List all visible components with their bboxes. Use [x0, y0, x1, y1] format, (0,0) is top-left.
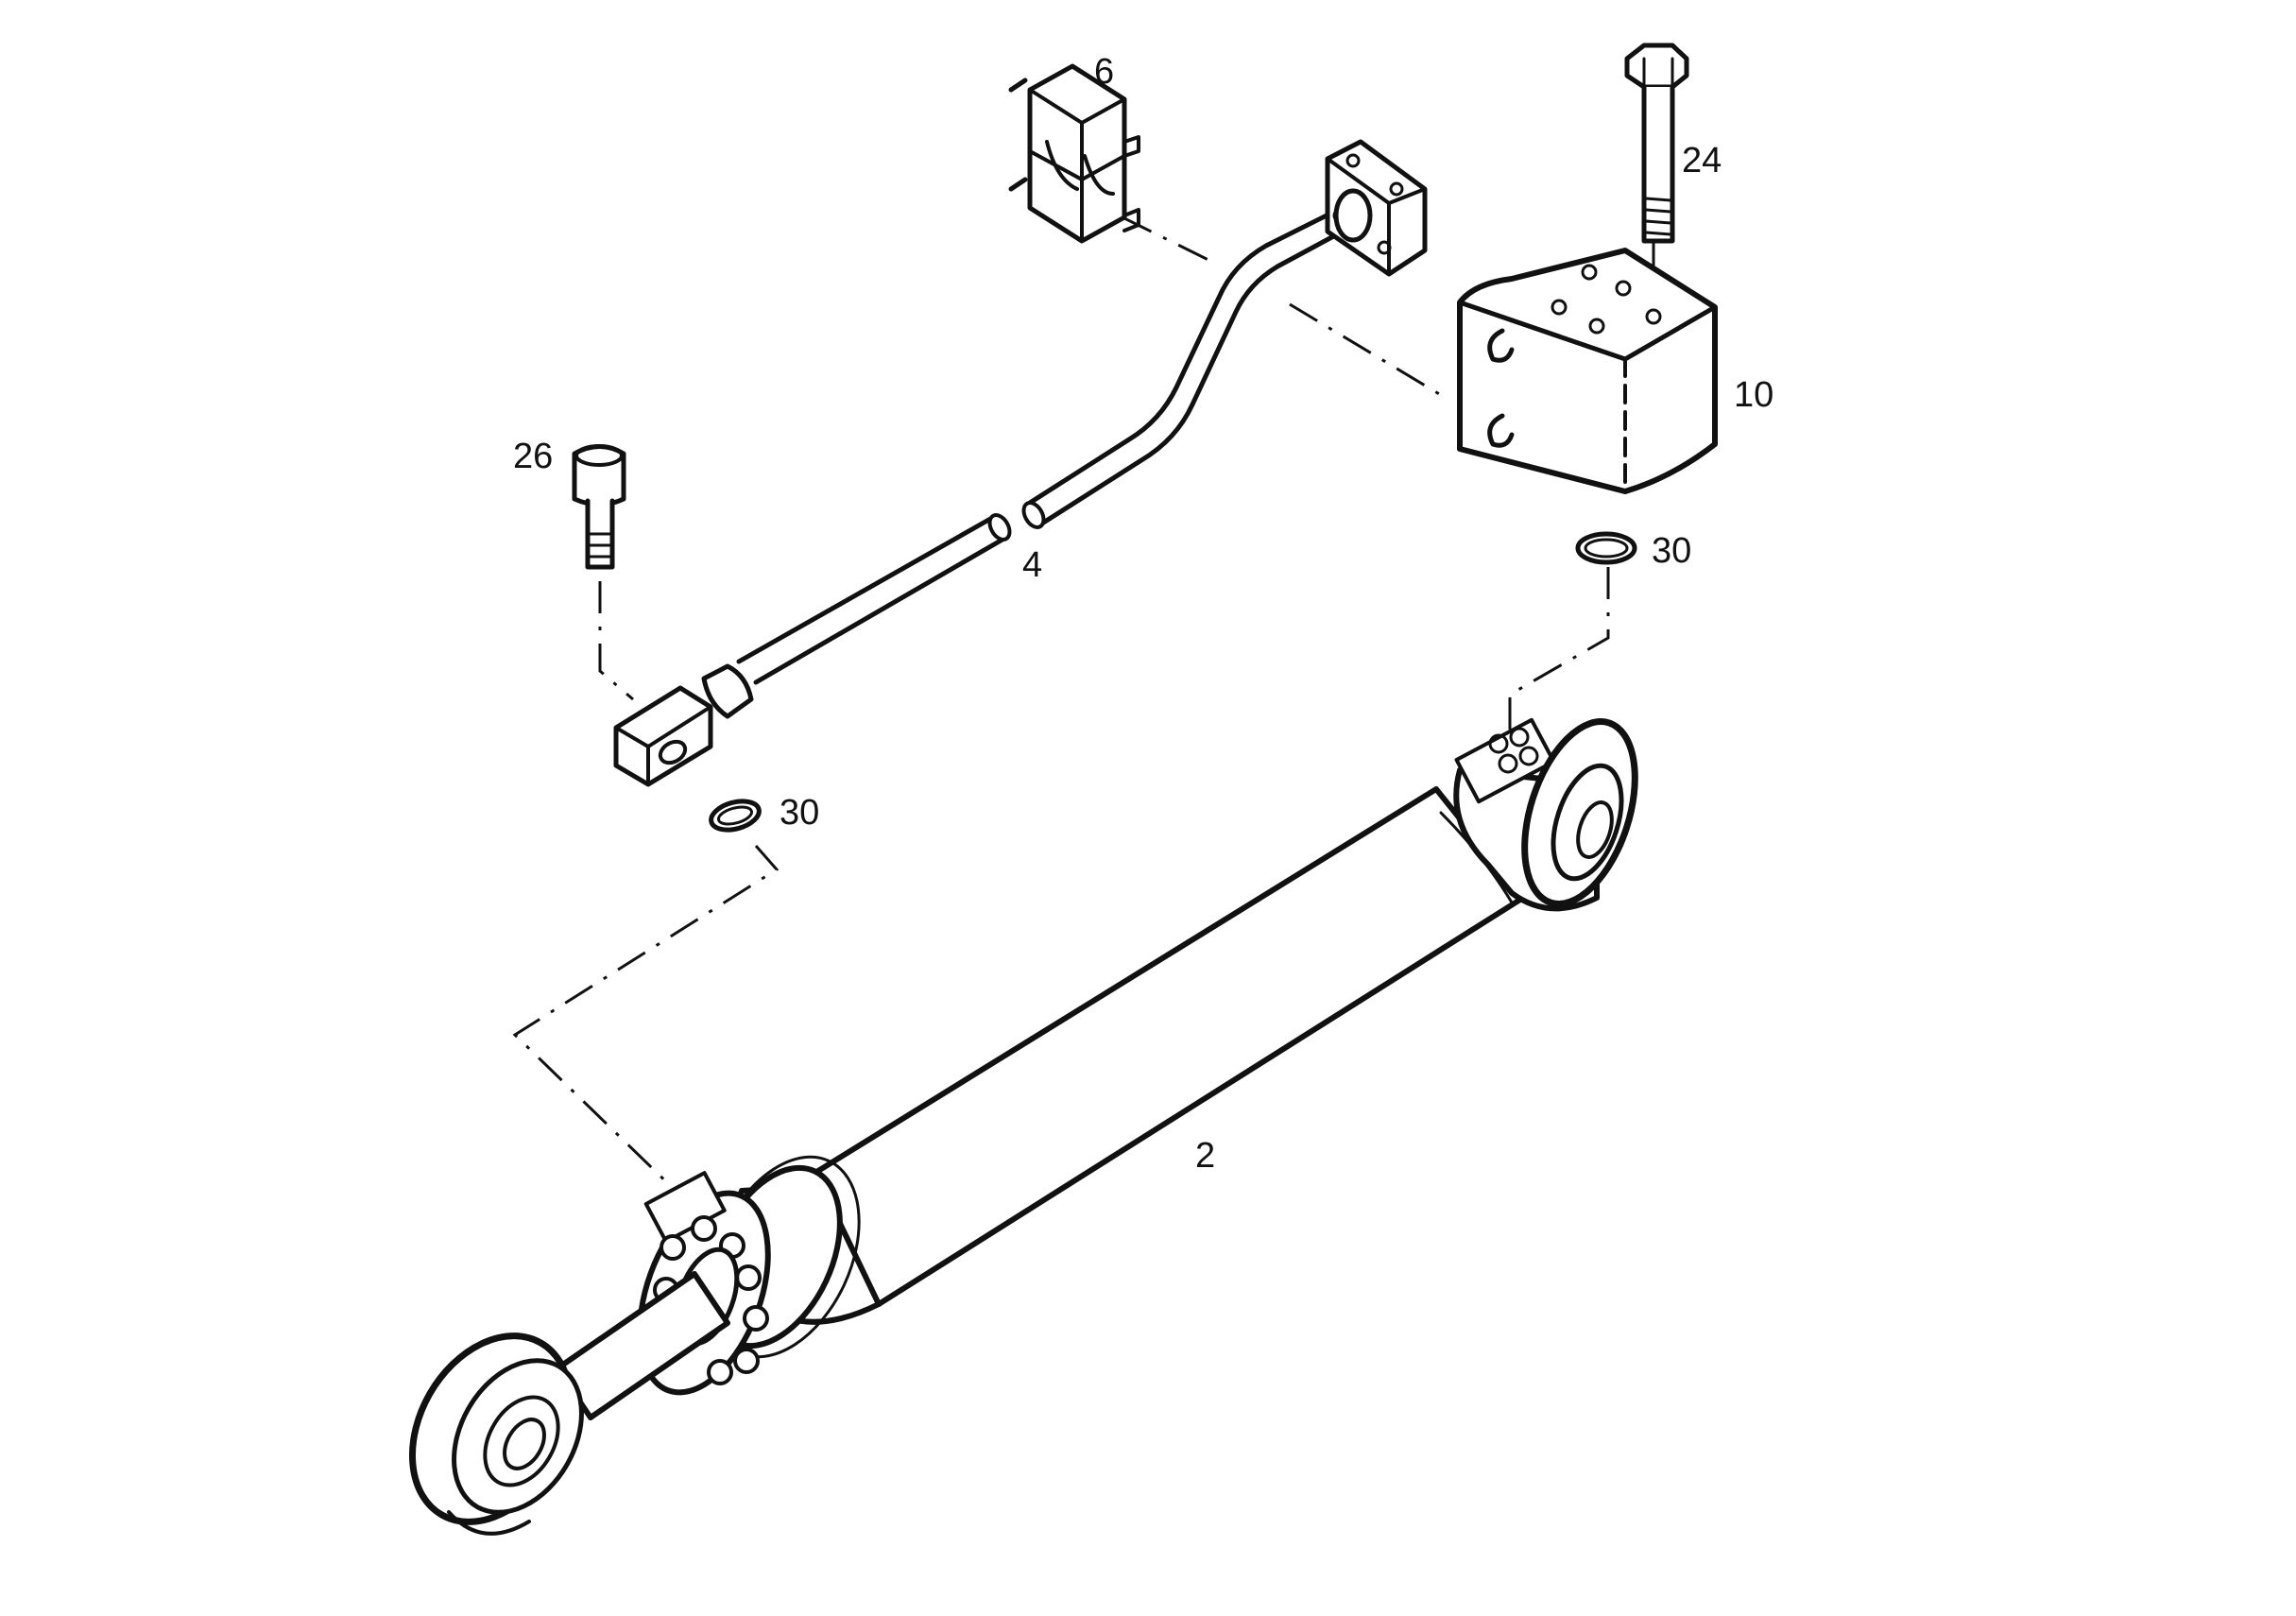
seal-ring-lower: [709, 799, 762, 833]
callout-pipe: 4: [1022, 545, 1042, 585]
callout-clamp: 6: [1094, 52, 1114, 92]
valve-block: [1457, 248, 1718, 494]
seal-ring-upper: [1575, 531, 1637, 565]
hex-bolt-long: [1624, 43, 1689, 244]
callout-bolt-socket: 26: [513, 437, 553, 476]
callout-cylinder: 2: [1195, 1136, 1215, 1176]
pipe-clamp: [1008, 63, 1140, 244]
socket-head-bolt: [572, 444, 626, 570]
callout-seal-upper: 30: [1652, 531, 1691, 571]
hydraulic-pipe: [613, 139, 1428, 787]
hydraulic-cylinder: [408, 717, 1638, 1536]
callout-valve-block: 10: [1734, 375, 1773, 415]
callout-seal-lower: 30: [780, 793, 819, 833]
callout-bolt-long: 24: [1682, 141, 1722, 181]
